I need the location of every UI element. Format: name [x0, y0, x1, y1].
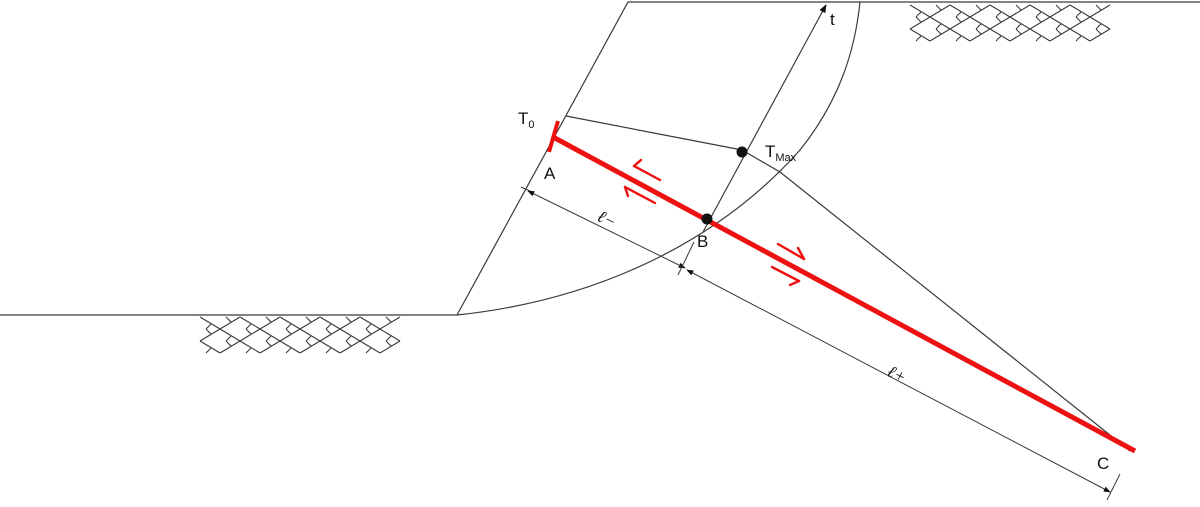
shear-arrows-lower [770, 242, 806, 287]
label-c: C [1097, 454, 1109, 473]
soil-nail [551, 134, 1137, 454]
dim-tick-c [1106, 473, 1121, 501]
point-b [701, 213, 713, 225]
failure-surface-arc [456, 1, 861, 316]
dim-line-l-minus [527, 190, 686, 269]
t-axis [702, 4, 827, 233]
nail-head-plate [547, 120, 560, 153]
label-t-axis: t [830, 10, 835, 29]
shear-arrows-upper [623, 158, 662, 205]
ground-profile [0, 1, 1200, 316]
ground-hatch-right [909, 4, 1111, 42]
point-tmax [736, 146, 748, 158]
dim-line-l-plus [686, 269, 1111, 493]
dim-tick-b [677, 241, 695, 276]
label-tmax: TMax [765, 142, 797, 164]
label-l-minus: ℓ− [594, 207, 619, 232]
label-t0: T0 [518, 109, 535, 131]
label-b: B [697, 232, 708, 251]
ground-hatch-left [199, 316, 401, 354]
label-a: A [544, 164, 556, 183]
label-l-plus: ℓ+ [884, 362, 909, 387]
